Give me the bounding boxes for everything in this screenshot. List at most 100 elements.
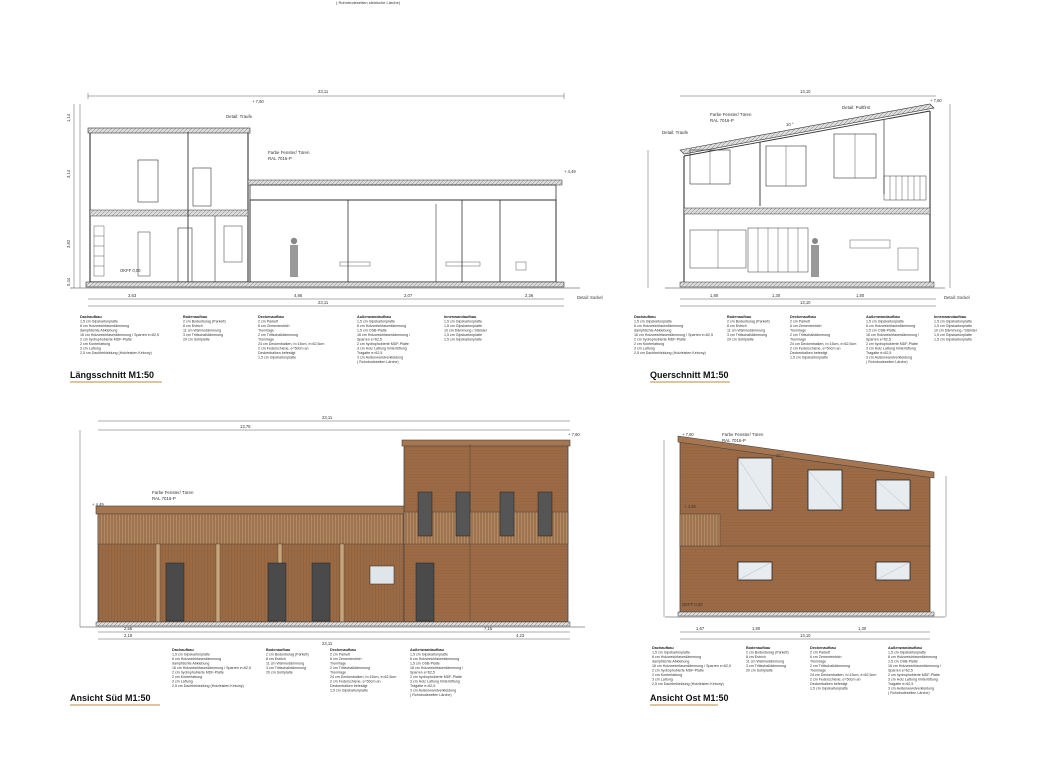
laengs-farbe-2: RAL 7016-P (268, 156, 292, 161)
legend-quer-c-7: Deckenbalken befestigt (790, 351, 827, 355)
legend-ost: Dachaufbau 1,5 cm Glpskartonplatte 6 cm … (652, 646, 941, 695)
legend-ost-a-5: 2 cm Konterlattung (652, 673, 682, 677)
legend-quer-d-0: 1,5 cm Glpskartonplatte (866, 320, 904, 324)
legend-sued-b-4: 20 cm Sohlplatte (266, 671, 293, 675)
legend-sued-b-3: 3 cm Trittschalldämmung (266, 666, 306, 670)
quer-pitch: 10 ° (786, 122, 794, 127)
legend-quer-d-9: ( Rohnbudeseiten Lärche) (866, 360, 908, 364)
laengs-bottom-4: 2,36 (525, 293, 534, 298)
legend-quer-d-3: 16 cm Holzweichfaserdämmung / (866, 333, 919, 337)
legend-laengs-c-5: 24 cm Deckenbalken, b=15cm, e=62,5cm (258, 342, 324, 346)
quer-bottom-1: 1,80 (710, 293, 719, 298)
legend-sued-b-head: Bodenaufbau (266, 648, 291, 652)
legend-sued-b-0: 2 cm Bodenbelag (Parkett) (266, 653, 309, 657)
quer-total-bottom: 13,10 (800, 300, 811, 305)
querschnitt-drawing (647, 95, 951, 307)
title-ansicht-ost: Ansicht Ost M1:50 (650, 693, 729, 703)
legend-laengs: Dachaufbau 1,5 cm Glpskartonplatte 6 cm … (80, 315, 488, 364)
legend-ost-d-1: 6 cm Holzweichfaserdämmung (888, 655, 937, 659)
legend-sued-c-0: 2 cm Parkett (330, 653, 350, 657)
legend-sued: Dachaufbau 1,5 cm Glpskartonplatte 6 cm … (172, 648, 463, 697)
legend-quer-a-3: 16 cm Holzweichfaserdämmung / Sparren e=… (634, 333, 713, 337)
sued-total-bottom: 23,11 (322, 641, 333, 646)
laengs-okff: OKFF 0,00 (120, 268, 141, 273)
ansicht-sued-drawing (79, 420, 585, 640)
legend-ost-c-0: 2 cm Parkett (810, 651, 830, 655)
legend-sued-c-7: Deckenbalken befestigt (330, 684, 367, 688)
ost-level-mid: + 4,49 (684, 504, 696, 509)
legend-quer-d-8: 3 cm Außenwandverkleidung (866, 356, 912, 360)
legend-laengs-c-8: 1,5 cm Glpskartonplatte (258, 356, 296, 360)
sued-level-top: + 7,60 (568, 432, 580, 437)
legend-ost-b-head: Bodenaufbau (746, 646, 771, 650)
laengs-detail-traufe: Detail: Traufe (226, 114, 253, 119)
legend-quer: Dachaufbau 1,5 cm Glpskartonplatte 6 cm … (634, 315, 978, 364)
legend-quer-b-3: 3 cm Trittschalldämmung (727, 333, 767, 337)
legend-quer-c-3: 2 cm Trittschalldämmung (790, 333, 830, 337)
title-laengsschnitt: Längsschnitt M1:50 (70, 370, 154, 380)
laengs-total-bottom: 23,11 (318, 300, 329, 305)
ost-level-top: + 7,60 (682, 432, 694, 437)
legend-ost-a-2: dampfdichte Abklebung (652, 660, 689, 664)
legend-laengs-a-5: 2 cm Konterlattung (80, 342, 110, 346)
legend-ost-d-9: ( Rohnbudeseiten Lärche) (888, 691, 930, 695)
legend-sued-a-4: 2 cm hydrophobierte MDF-Platte (172, 671, 224, 675)
legend-ost-c-7: Deckenbalken befestigt (810, 682, 847, 686)
legend-ost-a-head: Dachaufbau (652, 646, 674, 650)
legend-laengs-e-head: Innenwandaufbau (444, 315, 477, 319)
legend-ost-d-4: Sparren e=62,5 (888, 669, 913, 673)
legend-ost-c-6: 2 cm Federschiene, e=50cm an (810, 678, 860, 682)
legend-ost-b-1: 8 cm Estrich (746, 655, 766, 659)
legend-sued-c-2: Trennlage (330, 662, 346, 666)
ansicht-ost-drawing (663, 435, 947, 640)
legend-laengs-d-8: 3 cm Außenwandverkleidung (357, 356, 403, 360)
legend-ost-a-7: 2,5 cm Dachbekleidung (Holzleisten Kebon… (652, 682, 724, 686)
legend-sued-c-4: Trennlage (330, 671, 346, 675)
ost-farbe-2: RAL 7016-P (722, 438, 746, 443)
sued-level-mid: + 4,49 (92, 502, 104, 507)
laengs-total-dim: 23,11 (318, 89, 329, 94)
legend-quer-d-1: 6 cm Holzweichfaserdämmung (866, 324, 915, 328)
legend-ost-a-6: 3 cm Lattung (652, 678, 673, 682)
legend-quer-e-head: Innenwandaufbau (934, 315, 967, 319)
legend-sued-b-1: 8 cm Estrich (266, 657, 286, 661)
legend-laengs-c-2: Trennlage (258, 329, 274, 333)
legend-ost-c-2: Trennlage (810, 660, 826, 664)
legend-laengs-c-3: 2 cm Trittschalldämmung (258, 333, 298, 337)
legend-sued-d-2: 1,5 cm OSB-Platte (410, 662, 440, 666)
legend-quer-d-head: Außenwandaufbau (866, 315, 901, 319)
quer-total-dim: 13,10 (800, 89, 811, 94)
legend-quer-d-2: 1,5 cm OSB-Platte (866, 329, 896, 333)
legend-laengs-c-1: 6 cm Zementestrich (258, 324, 290, 328)
legend-laengs-c-6: 2 cm Federschiene, e=50cm an (258, 347, 308, 351)
laengs-h-c: 3,82 (66, 239, 71, 248)
title-querschnitt: Querschnitt M1:50 (650, 370, 729, 380)
legend-laengs-e-4: 1,5 cm Glpskartonplatte (444, 338, 482, 342)
laengs-bottom-2: 4,86 (294, 293, 303, 298)
legend-laengs-b-1: 8 cm Estrich (183, 324, 203, 328)
laengs-h-a: 1,14 (66, 113, 71, 122)
legend-laengs-a-6: 3 cm Lattung (80, 347, 101, 351)
legend-laengs-b-3: 3 cm Trittschalldämmung (183, 333, 223, 337)
legend-ost-d-2: 1,5 cm OSB-Platte (888, 660, 918, 664)
quer-detail-traufe: Detail: Traufe (662, 130, 689, 135)
legend-ost-b-3: 3 cm Trittschalldämmung (746, 664, 786, 668)
legend-quer-a-2: dampfdichte Abklebung (634, 329, 671, 333)
legend-quer-c-2: Trennlage (790, 329, 806, 333)
legend-sued-d-1: 6 cm Holzweichfaserdämmung (410, 657, 459, 661)
laengsschnitt-drawing (70, 93, 580, 307)
legend-quer-c-8: 1,5 cm Glpskartonplatte (790, 356, 828, 360)
legend-ost-a-0: 1,5 cm Glpskartonplatte (652, 651, 690, 655)
legend-laengs-d-6: 3 cm Holz Lattung hinterlüftung (357, 347, 407, 351)
legend-laengs-c-7: Deckenbalken befestigt (258, 351, 295, 355)
legend-quer-c-6: 2 cm Federschiene, e=50cm an (790, 347, 840, 351)
legend-sued-a-2: dampfdichte Abklebung (172, 662, 209, 666)
legend-laengs-b-2: 11 cm Wärmedämmung (183, 329, 221, 333)
quer-bottom-3: 1,80 (856, 293, 865, 298)
laengs-detail-sockel: Detail: Sockel (577, 295, 603, 300)
legend-laengs-d-head: Außenwandaufbau (357, 315, 392, 319)
legend-quer-c-5: 24 cm Deckenbalken, b=15cm, e=62,5cm (790, 342, 856, 346)
legend-laengs-b-4: 20 cm Sohlplatte (183, 338, 210, 342)
legend-ost-a-4: 2 cm hydrophobierte MDF-Platte (652, 669, 704, 673)
legend-ost-c-8: 1,5 cm Glpskartonplatte (810, 687, 848, 691)
